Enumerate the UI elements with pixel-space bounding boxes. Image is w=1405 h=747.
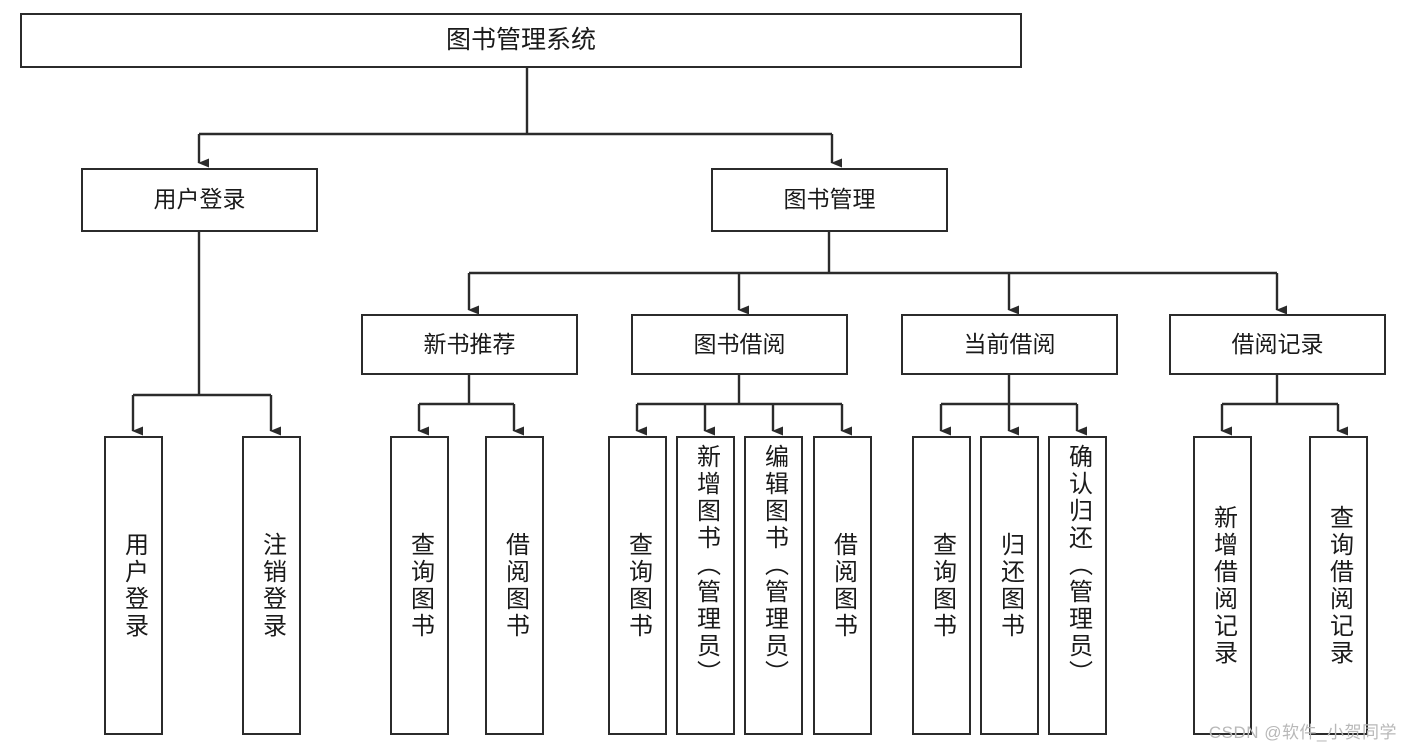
node-book-management[interactable]: 图书管理 — [711, 168, 948, 232]
node-current-borrowing[interactable]: 当前借阅 — [901, 314, 1118, 375]
node-label: 注销登录 — [258, 531, 286, 640]
leaf-logout[interactable]: 注销登录 — [242, 436, 301, 735]
node-label: 查询借阅记录 — [1325, 504, 1353, 667]
node-label: 图书管理系统 — [445, 25, 596, 54]
node-user-login[interactable]: 用户登录 — [81, 168, 318, 232]
leaf-edit-book-admin[interactable]: 编辑图书（管理员） — [744, 436, 803, 735]
leaf-add-borrow-record[interactable]: 新增借阅记录 — [1193, 436, 1252, 735]
node-label: 图书借阅 — [693, 330, 786, 357]
node-label: 查询图书 — [406, 531, 434, 640]
node-label: 用户登录 — [120, 531, 148, 640]
node-label: 当前借阅 — [963, 330, 1056, 357]
node-borrowing-records[interactable]: 借阅记录 — [1169, 314, 1386, 375]
leaf-confirm-return-admin[interactable]: 确认归还（管理员） — [1048, 436, 1107, 735]
node-label: 确认归还（管理员） — [1064, 444, 1092, 687]
node-label: 查询图书 — [928, 531, 956, 640]
csdn-watermark: CSDN @软件_小贺同学 — [1208, 723, 1397, 742]
leaf-return-book[interactable]: 归还图书 — [980, 436, 1039, 735]
node-label: 借阅图书 — [829, 531, 857, 640]
leaf-query-book-current[interactable]: 查询图书 — [912, 436, 971, 735]
node-label: 编辑图书（管理员） — [760, 444, 788, 687]
node-root-system[interactable]: 图书管理系统 — [20, 13, 1022, 68]
node-book-borrowing[interactable]: 图书借阅 — [631, 314, 848, 375]
node-label: 归还图书 — [996, 531, 1024, 640]
node-label: 借阅图书 — [501, 531, 529, 640]
leaf-borrow-book-borrowing[interactable]: 借阅图书 — [813, 436, 872, 735]
node-label: 新增图书（管理员） — [692, 444, 720, 687]
node-label: 查询图书 — [624, 531, 652, 640]
leaf-query-borrow-record[interactable]: 查询借阅记录 — [1309, 436, 1368, 735]
leaf-borrow-book-recommendation[interactable]: 借阅图书 — [485, 436, 544, 735]
node-label: 用户登录 — [153, 186, 246, 213]
node-label: 借阅记录 — [1231, 330, 1324, 357]
node-label: 图书管理 — [783, 186, 876, 213]
node-label: 新增借阅记录 — [1209, 504, 1237, 667]
leaf-query-book-recommendation[interactable]: 查询图书 — [390, 436, 449, 735]
node-new-book-recommendation[interactable]: 新书推荐 — [361, 314, 578, 375]
leaf-user-login[interactable]: 用户登录 — [104, 436, 163, 735]
node-label: 新书推荐 — [423, 330, 516, 357]
leaf-query-book-borrowing[interactable]: 查询图书 — [608, 436, 667, 735]
leaf-add-book-admin[interactable]: 新增图书（管理员） — [676, 436, 735, 735]
